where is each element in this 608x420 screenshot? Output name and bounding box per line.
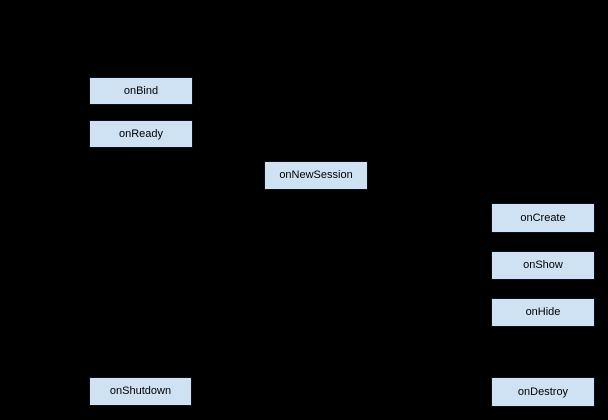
diagram-node-onnewsession: onNewSession — [264, 161, 368, 190]
diagram-node-onready: onReady — [89, 120, 193, 148]
diagram-node-onshutdown: onShutdown — [89, 377, 192, 406]
diagram-node-oncreate: onCreate — [491, 203, 595, 233]
diagram-node-ondestroy: onDestroy — [491, 377, 595, 407]
diagram-node-onhide: onHide — [491, 298, 595, 327]
diagram-node-onshow: onShow — [491, 251, 595, 280]
diagram-node-onbind: onBind — [89, 77, 193, 105]
